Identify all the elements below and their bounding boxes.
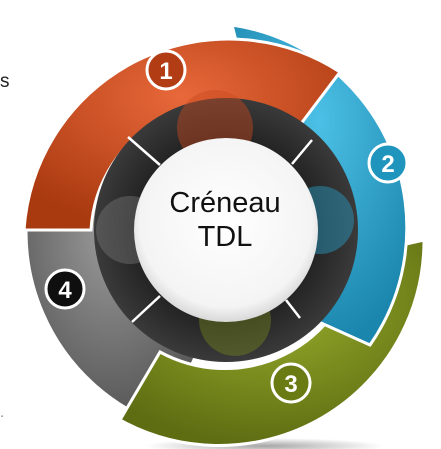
step-badge-2: 2 — [367, 142, 409, 184]
svg-text:4: 4 — [58, 277, 72, 304]
divider-line — [285, 299, 301, 319]
center-label-line2: TDL — [197, 221, 253, 253]
divider-line — [291, 139, 313, 165]
step-badge-3: 3 — [270, 362, 312, 404]
svg-text:1: 1 — [159, 58, 172, 85]
svg-text:2: 2 — [381, 151, 394, 178]
edge-text-dot: . — [0, 404, 5, 421]
center-label: Créneau TDL — [130, 186, 320, 254]
divider-line — [131, 295, 161, 323]
center-label-line1: Créneau — [169, 187, 281, 219]
step-badge-1: 1 — [145, 49, 187, 91]
edge-text-fragment: s — [0, 71, 10, 92]
divider-line — [127, 136, 161, 166]
center-circle — [134, 138, 318, 322]
step-badge-4: 4 — [44, 268, 86, 310]
svg-text:3: 3 — [284, 371, 297, 398]
